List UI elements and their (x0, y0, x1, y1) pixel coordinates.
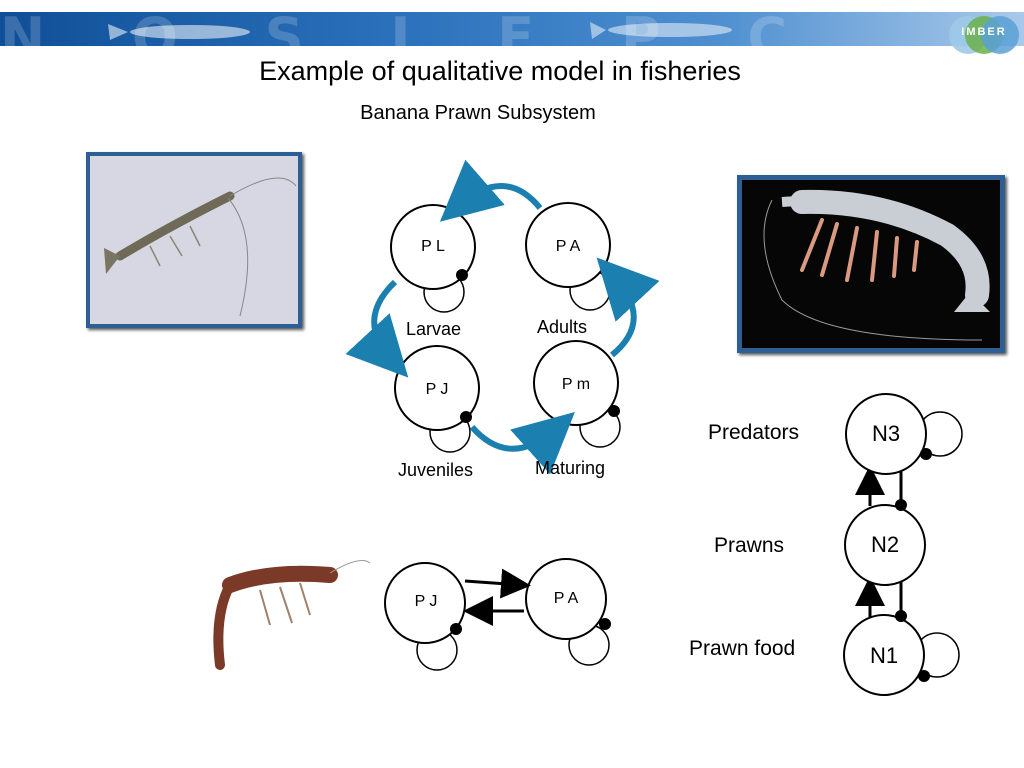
header-banner: N O S I F P C (0, 12, 1024, 46)
node-pj-label: P J (425, 381, 449, 398)
n1-top-dot (895, 610, 907, 622)
pa-dot (601, 266, 613, 278)
arrow-pm-to-pa (596, 257, 660, 358)
arrow-pl-to-pj (345, 279, 409, 378)
n3-dot (920, 448, 932, 460)
imber-logo: IMBER (948, 12, 1020, 58)
node-pa-label: P A (555, 238, 581, 255)
node-n3-label: N3 (871, 421, 901, 446)
logo-text: IMBER (961, 26, 1007, 38)
slide-subtitle: Banana Prawn Subsystem (360, 102, 596, 124)
node-pa (525, 202, 611, 288)
pj-dot (460, 411, 472, 423)
juvenile-prawn-photo (200, 545, 372, 673)
arrow-pj-to-pm (469, 412, 575, 475)
arrow-pa-to-pl (439, 159, 543, 222)
node-n1 (843, 614, 925, 696)
node-n1-label: N1 (869, 643, 899, 668)
node-pj (394, 345, 480, 431)
pm-dot (608, 405, 620, 417)
node-n2-label: N2 (870, 532, 900, 557)
node-pl-label: P L (421, 238, 445, 255)
predators-label: Predators (708, 421, 800, 444)
simple-node-pa (525, 558, 607, 640)
node-pm (533, 340, 619, 426)
banner-fish-graphics (108, 22, 732, 40)
node-n2 (844, 504, 926, 586)
n1-dot (918, 670, 930, 682)
pl-dot (456, 269, 468, 281)
simple-pj-dot (450, 623, 462, 635)
simple-pa-dot (599, 618, 611, 630)
adult-prawn-photo (737, 175, 1005, 353)
maturing-label: Maturing (535, 458, 606, 478)
simple-node-pj-label: P J (414, 593, 438, 610)
juveniles-label: Juveniles (398, 460, 474, 480)
simple-node-pa-label: P A (553, 590, 579, 607)
larval-prawn-photo (86, 152, 302, 328)
node-pm-label: P m (561, 376, 591, 393)
prawns-label: Prawns (714, 534, 785, 557)
slide-title: Example of qualitative model in fisherie… (259, 56, 741, 86)
node-n3 (845, 393, 927, 475)
n2-top-dot (895, 499, 907, 511)
larvae-label: Larvae (406, 319, 462, 339)
prawn-food-label: Prawn food (689, 637, 796, 660)
node-pl (390, 204, 476, 290)
adults-label: Adults (537, 317, 588, 337)
arrow-pj-to-pa (464, 568, 531, 599)
